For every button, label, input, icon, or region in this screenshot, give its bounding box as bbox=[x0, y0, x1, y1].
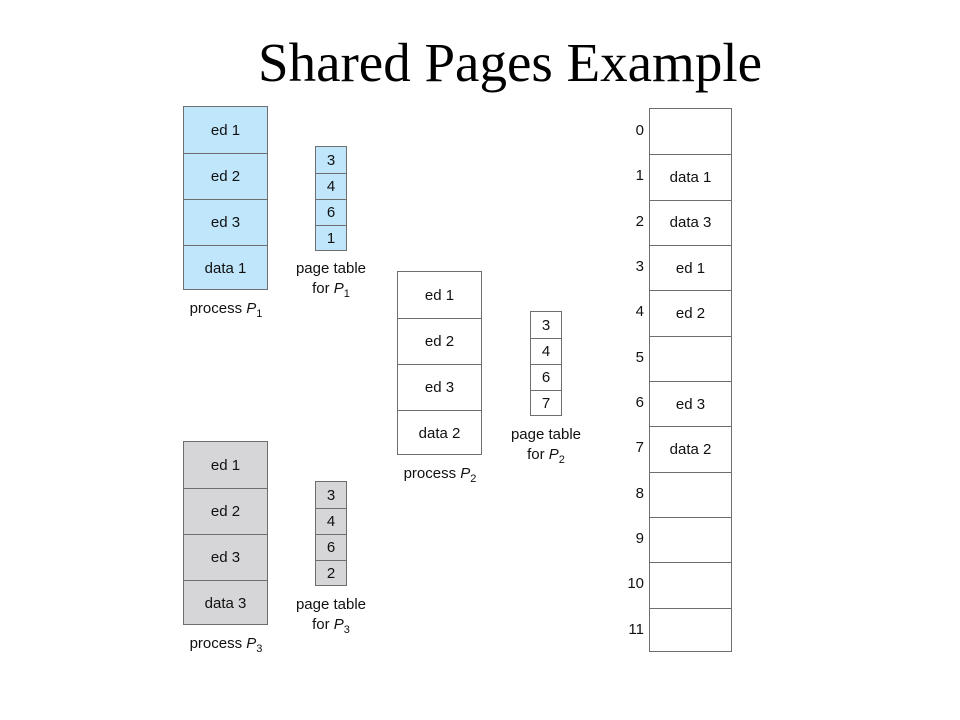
process-p2-pages: ed 1 ed 2 ed 3 data 2 bbox=[397, 271, 482, 455]
page-table-p1-caption: page table for P1 bbox=[281, 259, 381, 300]
page-table-p2-caption-var: P bbox=[548, 446, 559, 463]
frame-number: 3 bbox=[635, 258, 644, 276]
process-p2-caption-sub: 2 bbox=[470, 473, 477, 485]
process-p3-page: ed 3 bbox=[184, 534, 267, 580]
frame-number: 8 bbox=[635, 484, 644, 502]
page-table-p3: 3 4 6 2 bbox=[315, 481, 347, 586]
process-p3-caption: process P3 bbox=[176, 634, 276, 655]
page-table-p3-entry: 2 bbox=[316, 560, 346, 586]
page-table-p3-caption-sub: 3 bbox=[343, 624, 350, 636]
frame-number: 11 bbox=[628, 620, 644, 638]
process-p1-caption-var: P bbox=[246, 300, 257, 317]
frame-number: 6 bbox=[635, 394, 644, 412]
page-table-p1-entry: 1 bbox=[316, 225, 346, 251]
memory-frame bbox=[650, 471, 731, 517]
process-p3-caption-text: process bbox=[189, 635, 243, 652]
process-p2-page: data 2 bbox=[398, 410, 481, 456]
memory-frame bbox=[650, 516, 731, 562]
page-table-p2-caption-prefix: for bbox=[527, 446, 545, 463]
page-table-p3-entry: 6 bbox=[316, 534, 346, 560]
frame-number: 4 bbox=[635, 303, 644, 321]
page-table-p3-entry: 4 bbox=[316, 508, 346, 534]
page-table-p1-caption-prefix: for bbox=[312, 280, 330, 297]
memory-frame: data 2 bbox=[650, 426, 731, 471]
frame-number: 7 bbox=[635, 439, 644, 457]
frame-number: 10 bbox=[627, 575, 644, 593]
frame-number-column: 0 1 2 3 4 5 6 7 8 9 10 11 bbox=[606, 108, 644, 652]
memory-frame: data 1 bbox=[650, 154, 731, 199]
process-p2-page: ed 2 bbox=[398, 318, 481, 364]
process-p1-caption: process P1 bbox=[176, 299, 276, 320]
page-table-p1-entry: 4 bbox=[316, 173, 346, 199]
frame-number: 2 bbox=[635, 212, 644, 230]
process-p1-caption-sub: 1 bbox=[256, 308, 263, 320]
process-p2-caption-text: process bbox=[403, 465, 457, 482]
page-table-p3-caption-prefix: for bbox=[312, 616, 330, 633]
frame-number: 9 bbox=[635, 530, 644, 548]
page-table-p1-caption-var: P bbox=[333, 280, 344, 297]
page-table-p3-caption-var: P bbox=[333, 616, 344, 633]
page-table-p2-caption: page table for P2 bbox=[496, 425, 596, 466]
process-p2-caption: process P2 bbox=[390, 464, 490, 485]
process-p1-page: data 1 bbox=[184, 245, 267, 291]
frame-number: 5 bbox=[635, 348, 644, 366]
page-table-p1-caption-sub: 1 bbox=[343, 288, 350, 300]
physical-memory: data 1 data 3 ed 1 ed 2 ed 3 data 2 bbox=[649, 108, 732, 652]
process-p3-page: data 3 bbox=[184, 580, 267, 626]
page-table-p3-entry: 3 bbox=[326, 486, 336, 504]
process-p3-pages: ed 1 ed 2 ed 3 data 3 bbox=[183, 441, 268, 625]
page-table-p3-caption-line1: page table bbox=[295, 596, 367, 613]
process-p2-page: ed 1 bbox=[424, 286, 455, 304]
process-p2-caption-var: P bbox=[460, 465, 471, 482]
page-table-p1-entry: 6 bbox=[316, 199, 346, 225]
page-table-p2-caption-line1: page table bbox=[510, 426, 582, 443]
memory-frame: data 3 bbox=[650, 199, 731, 245]
process-p3-page: ed 2 bbox=[184, 488, 267, 534]
page-table-p2-entry: 4 bbox=[531, 338, 561, 364]
page-table-p1-caption-line1: page table bbox=[295, 260, 367, 277]
page-table-p2-caption-sub: 2 bbox=[558, 454, 565, 466]
process-p3-caption-var: P bbox=[246, 635, 257, 652]
memory-frame: ed 3 bbox=[650, 380, 731, 426]
process-p1-page: ed 1 bbox=[210, 121, 241, 139]
frame-number: 1 bbox=[635, 167, 644, 185]
memory-frame bbox=[650, 335, 731, 381]
page-table-p2-entry: 3 bbox=[541, 316, 551, 334]
process-p1-caption-text: process bbox=[189, 300, 243, 317]
process-p1-page: ed 3 bbox=[184, 199, 267, 245]
page-table-p2-entry: 7 bbox=[531, 390, 561, 416]
page-table-p2-entry: 6 bbox=[531, 364, 561, 390]
memory-frame: ed 1 bbox=[650, 244, 731, 290]
process-p3-page: ed 1 bbox=[210, 456, 241, 474]
frame-number: 0 bbox=[635, 122, 644, 140]
memory-frame bbox=[650, 607, 731, 653]
process-p2-page: ed 3 bbox=[398, 364, 481, 410]
page-table-p3-caption: page table for P3 bbox=[281, 595, 381, 636]
page-table-p1-entry: 3 bbox=[326, 151, 336, 169]
slide-title: Shared Pages Example bbox=[257, 32, 763, 93]
memory-frame bbox=[650, 562, 731, 607]
process-p1-page: ed 2 bbox=[184, 153, 267, 199]
process-p1-pages: ed 1 ed 2 ed 3 data 1 bbox=[183, 106, 268, 290]
page-table-p2: 3 4 6 7 bbox=[530, 311, 562, 416]
memory-frame: ed 2 bbox=[650, 290, 731, 335]
process-p3-caption-sub: 3 bbox=[256, 643, 263, 655]
page-table-p1: 3 4 6 1 bbox=[315, 146, 347, 251]
memory-frame bbox=[650, 109, 731, 154]
